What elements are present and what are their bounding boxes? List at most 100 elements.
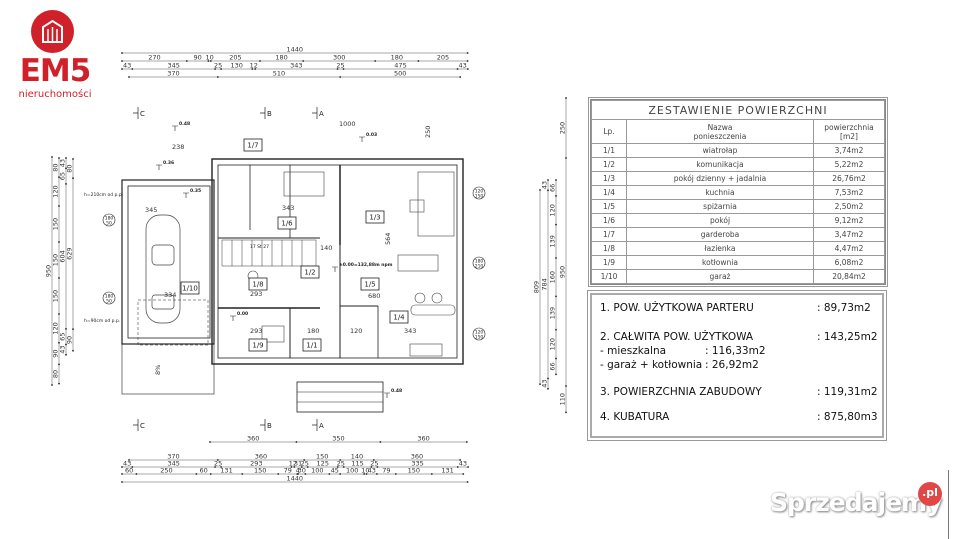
dimension-label: 150	[316, 453, 328, 461]
dimension-tick	[58, 176, 60, 179]
dimension-tick	[241, 473, 244, 475]
room-number: 1/6	[281, 220, 293, 228]
cell-lp: 1/6	[591, 213, 627, 228]
dimension-label: 12	[289, 460, 297, 468]
dimension-tick	[209, 441, 211, 443]
dimension-label: 160	[549, 271, 557, 283]
car-icon	[145, 214, 181, 324]
dimension-tick	[135, 473, 138, 475]
summary-total-usable-value: : 143,25m2	[817, 331, 878, 343]
dimension-tick	[376, 466, 379, 468]
dimension-tick	[207, 60, 210, 62]
dim-label: 250	[424, 126, 432, 138]
dimension-label: 65	[59, 333, 67, 341]
dimension-tick	[293, 466, 296, 468]
dimension-tick	[121, 52, 123, 54]
dimension-tick	[58, 241, 60, 243]
cell-name: pokój	[626, 213, 814, 228]
cell-lp: 1/1	[591, 143, 627, 158]
dimension-tick	[555, 179, 557, 181]
room-label: 1/2	[300, 265, 320, 279]
dimension-tick	[65, 343, 67, 346]
cell-area: 3,74m2	[813, 143, 885, 158]
cell-lp: 1/7	[591, 227, 627, 242]
dimension-tick	[565, 157, 567, 159]
dimension-tick	[254, 68, 257, 70]
window-height: 50	[106, 299, 112, 305]
dimension-label: 30	[298, 467, 306, 475]
elevation-mark: 0.35	[190, 188, 201, 194]
dimension-tick	[58, 363, 60, 366]
dimension-tick	[216, 76, 219, 78]
dimension-label: 345	[168, 62, 180, 70]
elevation-mark: ±0.00=132,88m npm	[339, 262, 393, 268]
window-tag-circle	[472, 256, 486, 270]
header-name-line2: ponieszczenia	[693, 131, 747, 141]
cell-name: komunikacja	[626, 157, 814, 172]
room-label: 1/1	[302, 338, 322, 352]
dimension-tick	[565, 385, 567, 387]
window-width: 180	[105, 216, 114, 222]
dimension-label: 150	[408, 467, 420, 475]
dimension-label: 25	[336, 62, 344, 70]
cell-lp: 1/3	[591, 171, 627, 186]
dimension-label: 25	[370, 460, 378, 468]
room-number: 1/1	[306, 342, 317, 350]
dimension-tick	[259, 60, 261, 62]
dimension-label: 360	[417, 435, 429, 443]
dimension-label: 43	[459, 460, 467, 468]
dim-label: 343	[282, 204, 294, 212]
logo-brand: EM5	[19, 53, 92, 89]
dimension-tick	[300, 466, 303, 468]
dimension-tick	[216, 459, 219, 461]
dimension-tick	[339, 76, 342, 78]
cell-area: 4,47m2	[813, 241, 885, 256]
window-height: 210	[475, 264, 484, 270]
dimension-label: 25	[214, 460, 222, 468]
dimension-label: 250	[559, 122, 567, 134]
divider	[948, 470, 949, 539]
dimension-tick	[363, 473, 366, 475]
dimension-label: 150	[52, 218, 60, 230]
dimension-label: 31	[294, 460, 302, 468]
elevation-mark: 0.48	[179, 121, 190, 127]
dimension-label: 120	[549, 204, 557, 216]
bed	[283, 171, 325, 197]
dimension-label: 66	[549, 184, 557, 192]
dimension-tick	[565, 97, 567, 99]
dimension-tick	[303, 459, 306, 461]
walls	[121, 158, 464, 413]
stairs	[221, 239, 317, 267]
dimension-chain: 809	[533, 189, 541, 386]
boiler	[261, 325, 285, 343]
cell-area: 5,22m2	[813, 157, 885, 172]
dimension-tick	[128, 459, 130, 461]
window-tag-circle	[472, 327, 486, 341]
elevation-mark: 0.36	[163, 160, 174, 166]
dimension-tick	[209, 473, 212, 475]
room-label: 1/6	[277, 216, 297, 230]
dimension-tick	[58, 313, 60, 315]
cell-lp: 1/4	[591, 185, 627, 200]
garage-inner-wall	[127, 185, 211, 339]
dimension-tick	[121, 60, 123, 62]
ramp-slope: 8%	[154, 365, 162, 375]
cell-name: łazienka	[626, 241, 814, 256]
dimension-label: 205	[229, 54, 241, 62]
dim-label: 180	[307, 327, 319, 335]
room-label: 1/4	[389, 310, 409, 324]
kitchen-island	[410, 304, 456, 316]
dimension-label: 360	[411, 453, 423, 461]
dimension-label: 809	[533, 281, 541, 293]
dimension-label: 950	[559, 266, 567, 278]
